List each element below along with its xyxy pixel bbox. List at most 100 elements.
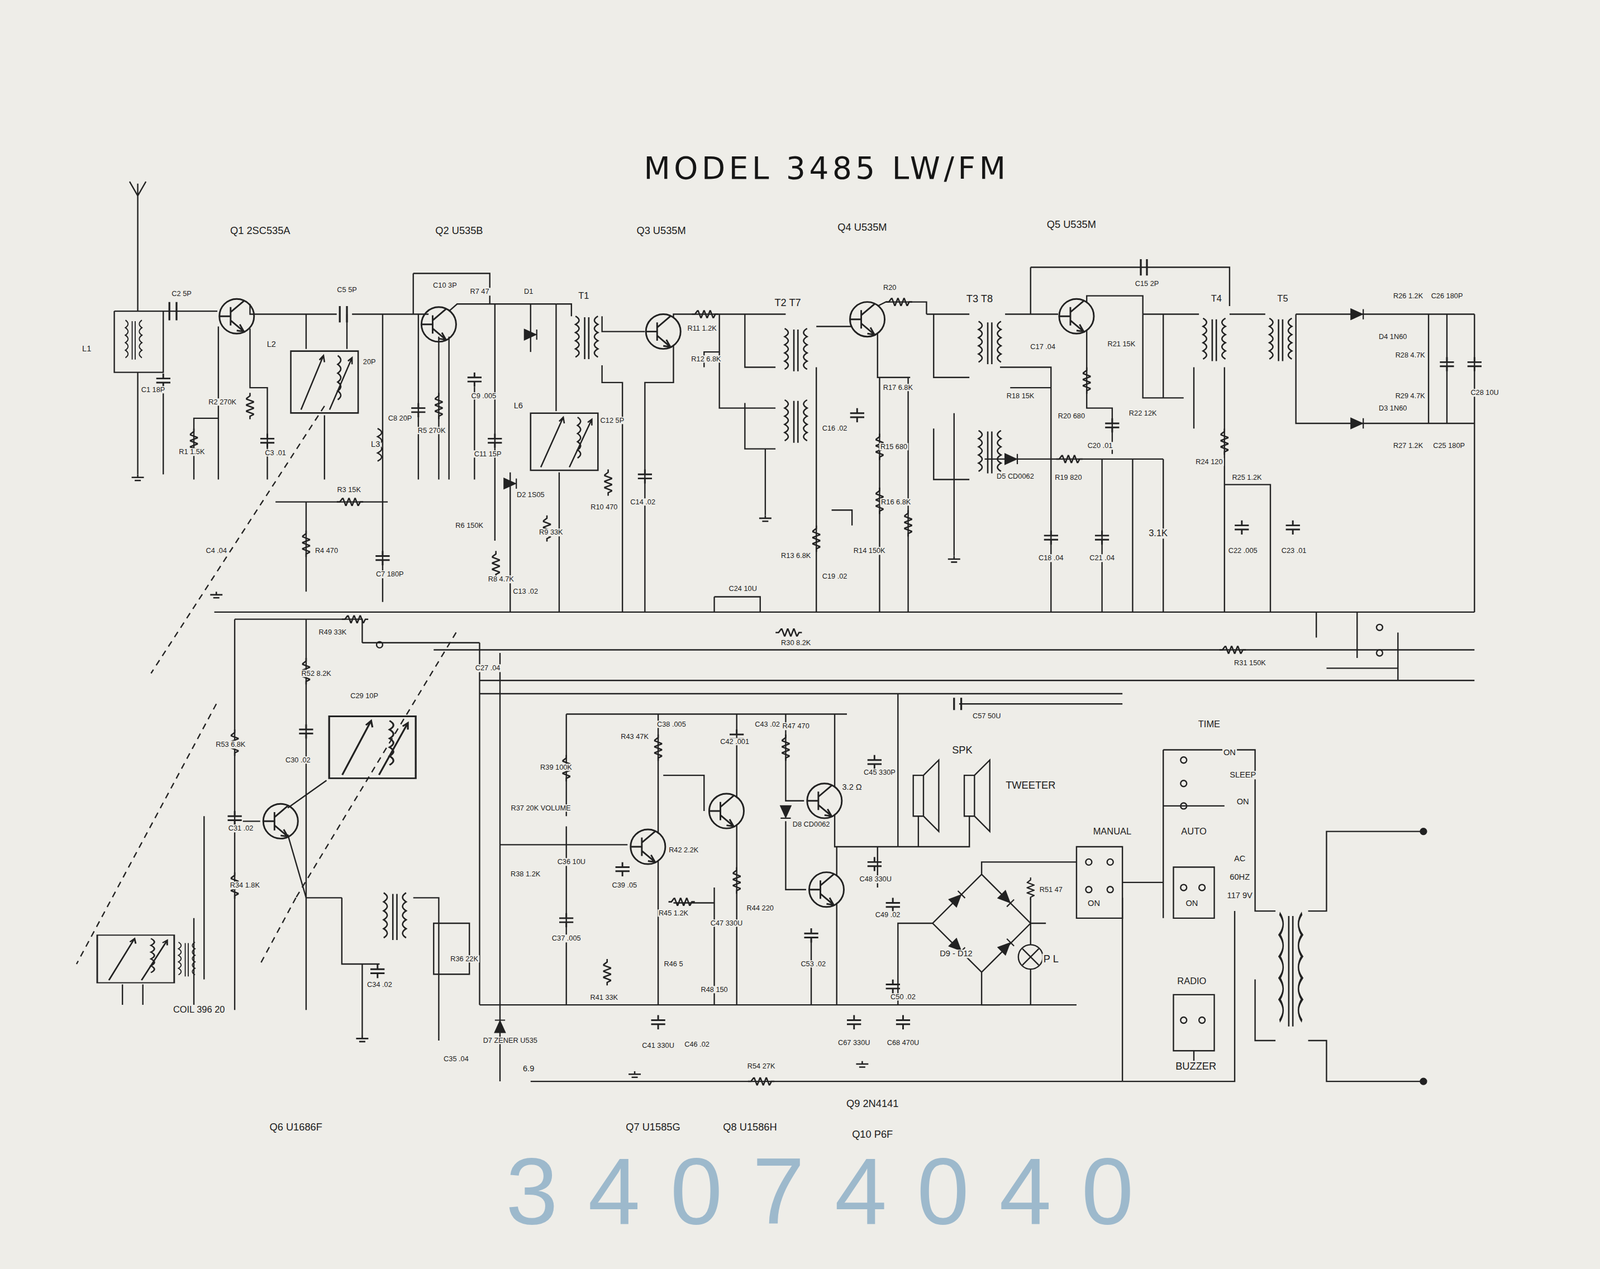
component-label: R15 680 bbox=[879, 443, 909, 451]
component-label: 3.2 Ω bbox=[840, 783, 863, 792]
component-label: C46 .02 bbox=[683, 1041, 711, 1049]
component-label: C30 .02 bbox=[284, 756, 312, 764]
component-label: C26 180P bbox=[1430, 292, 1465, 300]
component-label: R42 2.2K bbox=[667, 846, 700, 854]
component-label: R5 270K bbox=[416, 426, 447, 435]
component-label: ON bbox=[1086, 900, 1102, 909]
part-label: Q7 U1585G bbox=[624, 1122, 682, 1133]
component-label: R29 4.7K bbox=[1394, 392, 1427, 400]
component-label: R43 47K bbox=[619, 732, 650, 741]
part-label: T3 T8 bbox=[965, 293, 994, 305]
component-label: R18 15K bbox=[1005, 392, 1036, 400]
component-label: C42 .001 bbox=[718, 737, 751, 746]
component-label: C19 .02 bbox=[821, 572, 849, 580]
component-label: ON bbox=[1184, 900, 1199, 909]
part-label: T2 T7 bbox=[773, 297, 802, 309]
component-label: C68 470U bbox=[886, 1039, 921, 1047]
part-label: Q3 U535M bbox=[635, 225, 687, 236]
component-label: C37 .005 bbox=[550, 935, 583, 943]
component-label: C53 .02 bbox=[799, 960, 827, 968]
component-label: C27 .04 bbox=[474, 664, 502, 673]
component-label: C57 50U bbox=[971, 712, 1002, 721]
component-label: L1 bbox=[81, 344, 93, 354]
component-label: 60HZ bbox=[1228, 873, 1251, 882]
component-label: C43 .02 bbox=[753, 720, 782, 728]
component-label: R20 680 bbox=[1056, 412, 1087, 421]
component-label: R27 1.2K bbox=[1392, 441, 1425, 450]
component-label: C10 3P bbox=[431, 282, 459, 290]
component-label: C38 .005 bbox=[655, 720, 688, 728]
component-label: R9 33K bbox=[537, 529, 565, 537]
component-label: R10 470 bbox=[589, 503, 619, 511]
part-label: Q4 U535M bbox=[836, 222, 888, 233]
component-label: R13 6.8K bbox=[779, 552, 812, 560]
component-label: AC bbox=[1232, 854, 1247, 864]
part-label: Q2 U535B bbox=[434, 225, 484, 236]
component-label: C39 .05 bbox=[610, 882, 638, 890]
component-label: R54 27K bbox=[746, 1062, 777, 1070]
component-label: C4 .04 bbox=[204, 547, 228, 555]
component-label: COIL 396 20 bbox=[172, 1005, 227, 1016]
component-label: C36 10U bbox=[556, 858, 587, 866]
component-label: C50 .02 bbox=[889, 993, 917, 1001]
component-label: MANUAL bbox=[1092, 826, 1133, 837]
component-label: C23 .01 bbox=[1280, 547, 1308, 555]
component-label: D9 - D12 bbox=[938, 949, 974, 959]
component-label: C67 330U bbox=[836, 1039, 871, 1047]
component-label: C8 20P bbox=[387, 414, 414, 422]
component-label: R12 6.8K bbox=[689, 355, 722, 363]
component-label: R46 5 bbox=[662, 960, 684, 968]
component-label: R8 4.7K bbox=[487, 575, 516, 584]
component-label: R45 1.2K bbox=[657, 909, 690, 917]
component-label: R44 220 bbox=[745, 904, 775, 912]
component-label: R49 33K bbox=[317, 629, 349, 637]
part-label: Q1 2SC535A bbox=[229, 225, 292, 236]
component-label: R2 270K bbox=[207, 398, 238, 406]
component-label: D3 1N60 bbox=[1377, 404, 1408, 412]
component-label: 6.9 bbox=[521, 1065, 536, 1074]
component-label: L2 bbox=[265, 340, 278, 350]
component-label: T4 bbox=[1210, 294, 1223, 304]
wiring bbox=[76, 181, 1482, 1086]
component-label: C25 180P bbox=[1431, 441, 1466, 450]
component-label: C13 .02 bbox=[511, 588, 540, 596]
component-label: C22 .005 bbox=[1227, 547, 1259, 555]
component-label: R30 8.2K bbox=[779, 639, 812, 647]
component-label: C1 18P bbox=[140, 386, 167, 394]
component-label: R37 20K VOLUME bbox=[509, 804, 572, 812]
component-label: R38 1.2K bbox=[509, 870, 542, 879]
component-label: R25 1.2K bbox=[1230, 473, 1263, 482]
component-label: C12 5P bbox=[599, 416, 626, 425]
component-label: C48 330U bbox=[858, 875, 893, 884]
component-label: C16 .02 bbox=[821, 424, 849, 432]
component-label: C15 2P bbox=[1134, 279, 1161, 288]
component-label: C29 10P bbox=[349, 692, 380, 700]
component-label: R19 820 bbox=[1053, 473, 1083, 482]
part-label: BUZZER bbox=[1174, 1060, 1218, 1072]
component-label: C3 .01 bbox=[263, 449, 288, 457]
part-label: TWEETER bbox=[1004, 780, 1057, 792]
component-label: ON bbox=[1222, 748, 1237, 757]
component-label: C49 .02 bbox=[874, 911, 902, 919]
component-label: D8 CD0062 bbox=[791, 820, 832, 828]
component-label: 117 9V bbox=[1226, 891, 1254, 900]
component-label: R26 1.2K bbox=[1392, 292, 1425, 300]
component-label: R24 120 bbox=[1194, 458, 1224, 466]
component-label: D7 ZENER U535 bbox=[482, 1036, 539, 1045]
component-label: SLEEP bbox=[1228, 770, 1257, 780]
component-label: C28 10U bbox=[1469, 389, 1500, 397]
component-label: C24 10U bbox=[727, 584, 759, 593]
part-label: Q10 P6F bbox=[850, 1129, 894, 1141]
component-label: C35 .04 bbox=[442, 1055, 470, 1063]
component-label: L6 bbox=[512, 401, 525, 411]
component-label: R7 47 bbox=[468, 288, 490, 296]
component-label: TIME bbox=[1197, 719, 1222, 730]
component-label: C17 .04 bbox=[1029, 343, 1057, 351]
component-label: R21 15K bbox=[1106, 340, 1137, 348]
component-label: C11 15P bbox=[473, 450, 503, 458]
component-label: C31 .02 bbox=[227, 824, 255, 832]
component-label: C2 5P bbox=[170, 289, 193, 298]
component-label: R28 4.7K bbox=[1394, 351, 1427, 359]
component-label: R22 12K bbox=[1127, 409, 1159, 417]
component-label: D2 1S05 bbox=[515, 491, 546, 499]
